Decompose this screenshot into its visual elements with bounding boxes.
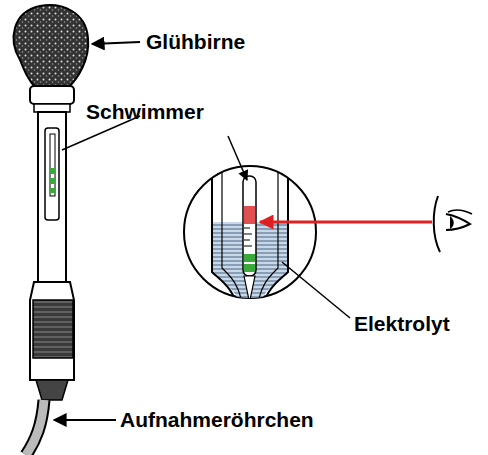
part-label: Aufnahmeröhrchen xyxy=(120,408,314,431)
part-label: Glühbirne xyxy=(146,30,245,53)
part-label: Schwimmer xyxy=(86,100,204,123)
part-label: Elektrolyt xyxy=(354,312,450,335)
